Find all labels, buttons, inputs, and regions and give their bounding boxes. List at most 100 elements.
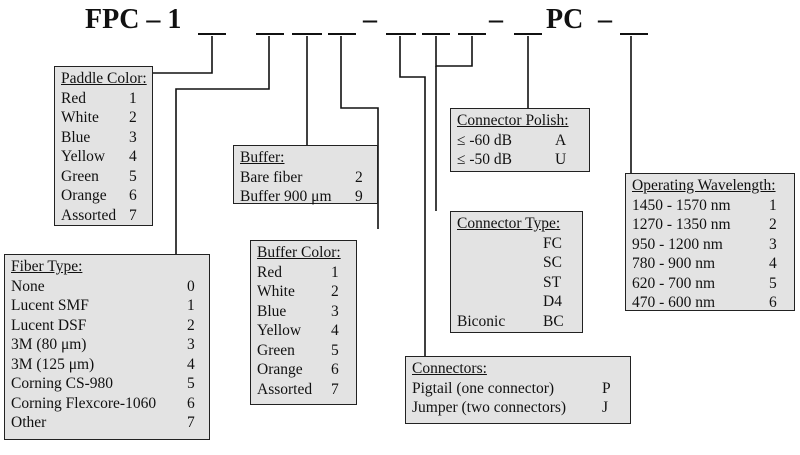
option-code: 2 xyxy=(129,109,137,126)
connector-polish-title: Connector Polish: xyxy=(457,112,569,129)
option-label: Assorted xyxy=(61,206,117,224)
option-label: Other xyxy=(11,414,47,431)
option-label: Corning CS-980 xyxy=(11,375,114,392)
option-code: FC xyxy=(543,234,562,252)
option-label: Bare fiber xyxy=(240,168,303,186)
option-code: 3 xyxy=(129,128,137,146)
option-label: Red xyxy=(61,89,86,107)
option-label: 780 - 900 nm xyxy=(632,255,716,272)
fiber-type-title: Fiber Type: xyxy=(11,258,83,275)
option-row: Assorted 7 xyxy=(61,206,146,226)
option-code: 7 xyxy=(187,414,195,431)
option-code: 1 xyxy=(129,89,137,107)
part-prefix: FPC – 1 xyxy=(85,4,182,35)
buffer-title: Buffer: xyxy=(240,149,285,166)
option-label: Green xyxy=(257,341,295,359)
option-label: Biconic xyxy=(457,312,506,330)
option-code: 1 xyxy=(331,263,339,281)
option-code: 2 xyxy=(769,216,777,233)
option-code: D4 xyxy=(543,293,562,310)
option-row: FC xyxy=(457,234,576,254)
option-row: Red 1 xyxy=(61,89,146,109)
option-label: White xyxy=(61,109,99,126)
option-row: 1270 - 1350 nm 2 xyxy=(632,215,788,235)
option-row: Blue 3 xyxy=(61,128,146,148)
option-label xyxy=(457,273,543,293)
option-code: 1 xyxy=(187,297,195,314)
option-code: P xyxy=(602,379,611,397)
option-label: None xyxy=(11,277,45,295)
option-code: ST xyxy=(543,273,562,291)
option-label: White xyxy=(257,283,295,300)
option-label: Orange xyxy=(257,361,303,378)
option-code: 6 xyxy=(129,187,137,204)
option-label: Yellow xyxy=(61,148,106,165)
option-row: Other 7 xyxy=(11,413,203,433)
paddle-color-title: Paddle Color: xyxy=(61,70,147,87)
option-label xyxy=(457,292,543,312)
option-code: 7 xyxy=(331,380,339,398)
option-row: 3M (80 μm) 3 xyxy=(11,335,203,355)
option-row: Lucent SMF 1 xyxy=(11,296,203,316)
option-row: Bare fiber 2 xyxy=(240,168,371,188)
option-row: 3M (125 μm)4 xyxy=(11,355,203,375)
option-code: 4 xyxy=(129,148,137,165)
option-label: ≤ -50 dB xyxy=(457,151,513,168)
option-label: 1270 - 1350 nm xyxy=(632,216,731,233)
option-row: Pigtail (one connector) P xyxy=(412,379,624,399)
option-code: 5 xyxy=(331,341,339,359)
option-row: D4 xyxy=(457,292,576,312)
option-label: Pigtail (one connector) xyxy=(412,379,555,397)
option-code: 4 xyxy=(187,355,195,373)
option-row: ST xyxy=(457,273,576,293)
option-code: 2 xyxy=(187,316,195,334)
option-row: White 2 xyxy=(61,108,146,128)
part-dash-2: – xyxy=(489,4,503,35)
option-label xyxy=(457,234,543,254)
option-label: Green xyxy=(61,167,99,185)
buffer-color-title: Buffer Color: xyxy=(257,244,341,261)
option-code: 6 xyxy=(187,394,195,412)
option-code: 3 xyxy=(769,235,777,253)
option-label: Jumper (two connectors) xyxy=(412,399,567,416)
option-label: 3M (80 μm) xyxy=(11,336,87,353)
option-label: Lucent SMF xyxy=(11,297,89,314)
option-code: 3 xyxy=(187,336,195,353)
option-code: 2 xyxy=(355,168,363,186)
option-row: SC xyxy=(457,253,576,273)
option-code: 3 xyxy=(331,302,339,320)
option-label: Buffer 900 μm xyxy=(240,188,332,205)
option-label: Blue xyxy=(61,128,91,146)
option-code: 5 xyxy=(129,167,137,185)
option-label: Red xyxy=(257,263,282,281)
connectors-list: Pigtail (one connector) P Jumper (two conn… xyxy=(412,379,624,418)
option-label: 1450 - 1570 nm xyxy=(632,196,731,214)
option-code: SC xyxy=(543,254,562,271)
option-label: Yellow xyxy=(257,322,302,339)
option-code: 7 xyxy=(129,206,137,224)
operating-wavelength-title: Operating Wavelength: xyxy=(632,177,776,194)
